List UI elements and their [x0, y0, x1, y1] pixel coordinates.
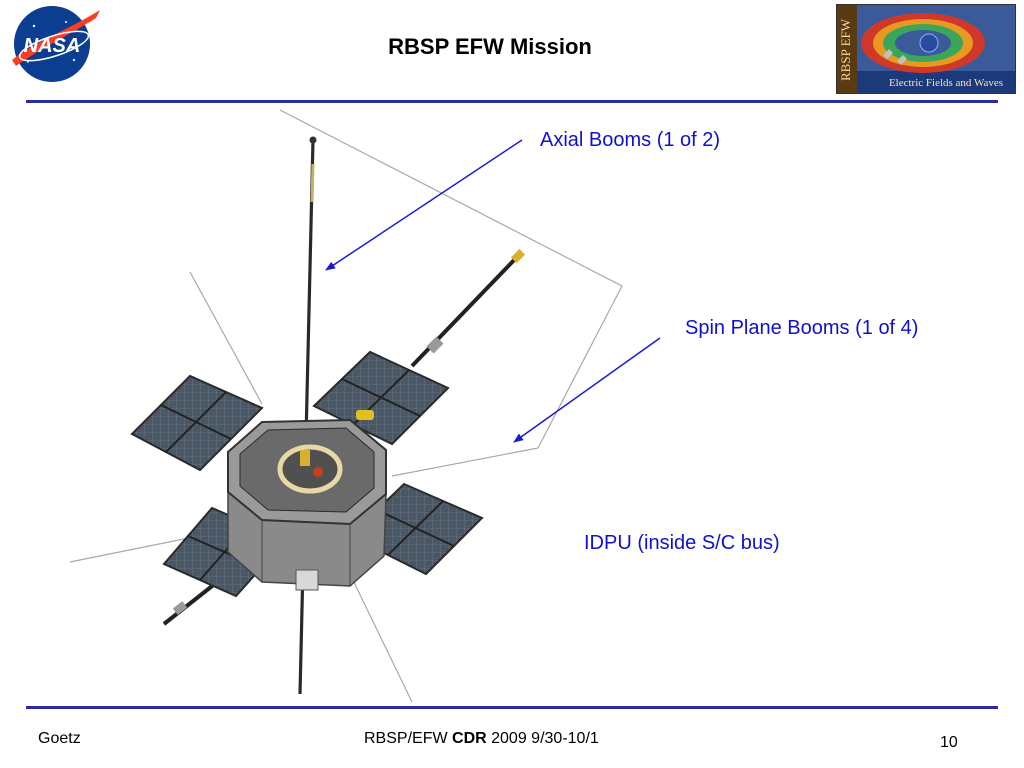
footer-conference-bold: CDR — [452, 730, 487, 747]
footer-conference: RBSP/EFW CDR 2009 9/30-10/1 — [364, 730, 599, 748]
axial-arrow — [325, 139, 523, 271]
footer-author: Goetz — [38, 730, 81, 747]
axial-boom — [298, 139, 315, 695]
footer-conference-post: 2009 9/30-10/1 — [486, 730, 599, 747]
footer-rule — [26, 706, 998, 709]
spin-arrow — [513, 337, 661, 443]
idpu-label: IDPU (inside S/C bus) — [584, 532, 780, 554]
nasa-logo: NASA — [4, 2, 104, 84]
efw-logo-vertical-text: RBSP EFW — [838, 19, 853, 82]
spin-boom-upper — [410, 254, 520, 368]
footer-conference-pre: RBSP/EFW — [364, 730, 453, 747]
spin-plane-booms-label: Spin Plane Booms (1 of 4) — [685, 317, 919, 339]
wire-booms — [69, 109, 623, 703]
efw-logo-subtitle: Electric Fields and Waves — [888, 77, 1004, 89]
slide-title: RBSP EFW Mission — [388, 34, 592, 59]
nasa-logo-text: NASA — [24, 35, 81, 57]
spacecraft-illustration — [0, 104, 1024, 704]
page-number: 10 — [940, 734, 958, 751]
axial-booms-label: Axial Booms (1 of 2) — [540, 129, 721, 151]
solar-panel-left — [130, 374, 264, 472]
spacecraft-bus — [227, 418, 387, 591]
efw-logo: RBSP EFW Electric Fields and Waves — [836, 4, 1016, 94]
header-rule — [26, 100, 998, 103]
